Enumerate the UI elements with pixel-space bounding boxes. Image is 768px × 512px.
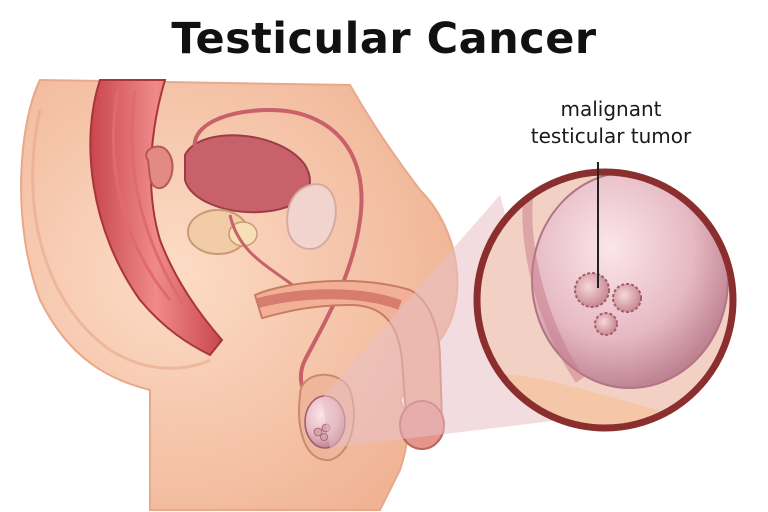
rectum-muscle bbox=[89, 79, 224, 357]
callout-line-2: testicular tumor bbox=[530, 124, 692, 148]
callout-line-1: malignant bbox=[560, 97, 662, 121]
pubic-bone bbox=[286, 183, 337, 250]
tumor-cluster-icon bbox=[574, 272, 642, 336]
tumor-callout: malignant testicular tumor bbox=[496, 96, 726, 150]
seminal-vesicle bbox=[145, 145, 174, 190]
vas-deferens bbox=[192, 107, 364, 412]
diagram-title: Testicular Cancer bbox=[171, 14, 597, 64]
